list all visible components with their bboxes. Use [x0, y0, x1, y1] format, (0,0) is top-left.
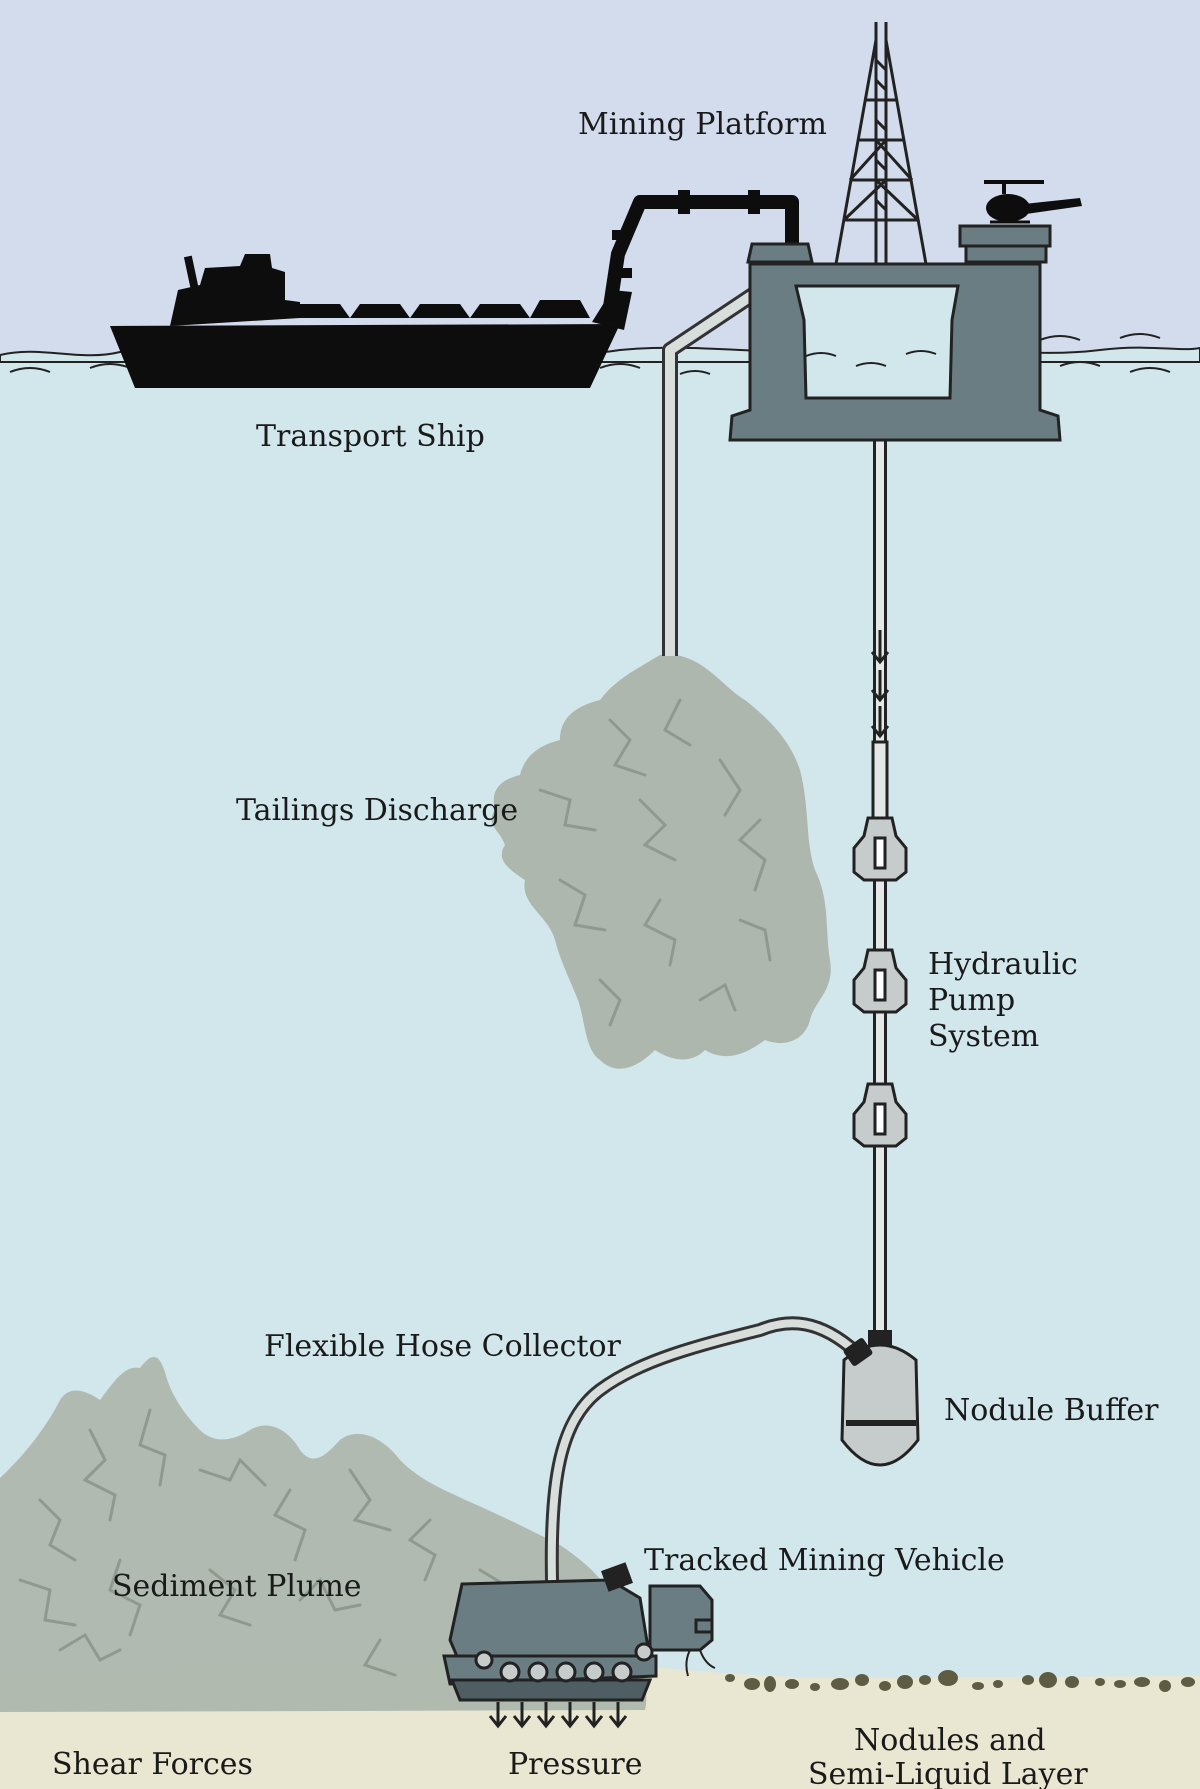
- label-nodules-2: Semi-Liquid Layer: [808, 1757, 1088, 1789]
- pressure-arrows: [488, 1702, 628, 1729]
- label-pressure: Pressure: [508, 1747, 643, 1782]
- label-mining-platform: Mining Platform: [578, 107, 827, 142]
- hydraulic-pump-units: [852, 740, 908, 1148]
- label-tracked-mining-vehicle: Tracked Mining Vehicle: [644, 1543, 1005, 1578]
- surface-wave-marks: [9, 333, 1171, 375]
- label-tailings-discharge: Tailings Discharge: [236, 793, 518, 828]
- label-flexible-hose-collector: Flexible Hose Collector: [264, 1329, 622, 1364]
- seabed-nodules: [725, 1670, 1195, 1692]
- transfer-pipe: [601, 190, 799, 322]
- nodule-buffer: [840, 1330, 920, 1467]
- derrick: [834, 22, 928, 265]
- flexible-hose-inner: [547, 1319, 860, 1584]
- hose-coupling: [843, 1338, 873, 1366]
- helicopter: [984, 180, 1082, 224]
- tailings-discharge-cloud: [491, 654, 831, 1069]
- label-sediment-plume: Sediment Plume: [112, 1569, 362, 1604]
- label-hydraulic-pump-3: System: [928, 1019, 1039, 1054]
- riser-flow-arrows: [870, 630, 890, 739]
- tracked-mining-vehicle: [442, 1562, 716, 1702]
- label-transport-ship: Transport Ship: [256, 419, 485, 454]
- label-nodules-1: Nodules and: [854, 1723, 1046, 1758]
- tailings-pipe-inner: [665, 289, 757, 656]
- label-hydraulic-pump-2: Pump: [928, 983, 1015, 1018]
- label-hydraulic-pump-1: Hydraulic: [928, 947, 1078, 982]
- label-nodule-buffer: Nodule Buffer: [944, 1393, 1159, 1428]
- mining-platform: [728, 22, 1082, 442]
- label-shear-forces: Shear Forces: [52, 1747, 253, 1782]
